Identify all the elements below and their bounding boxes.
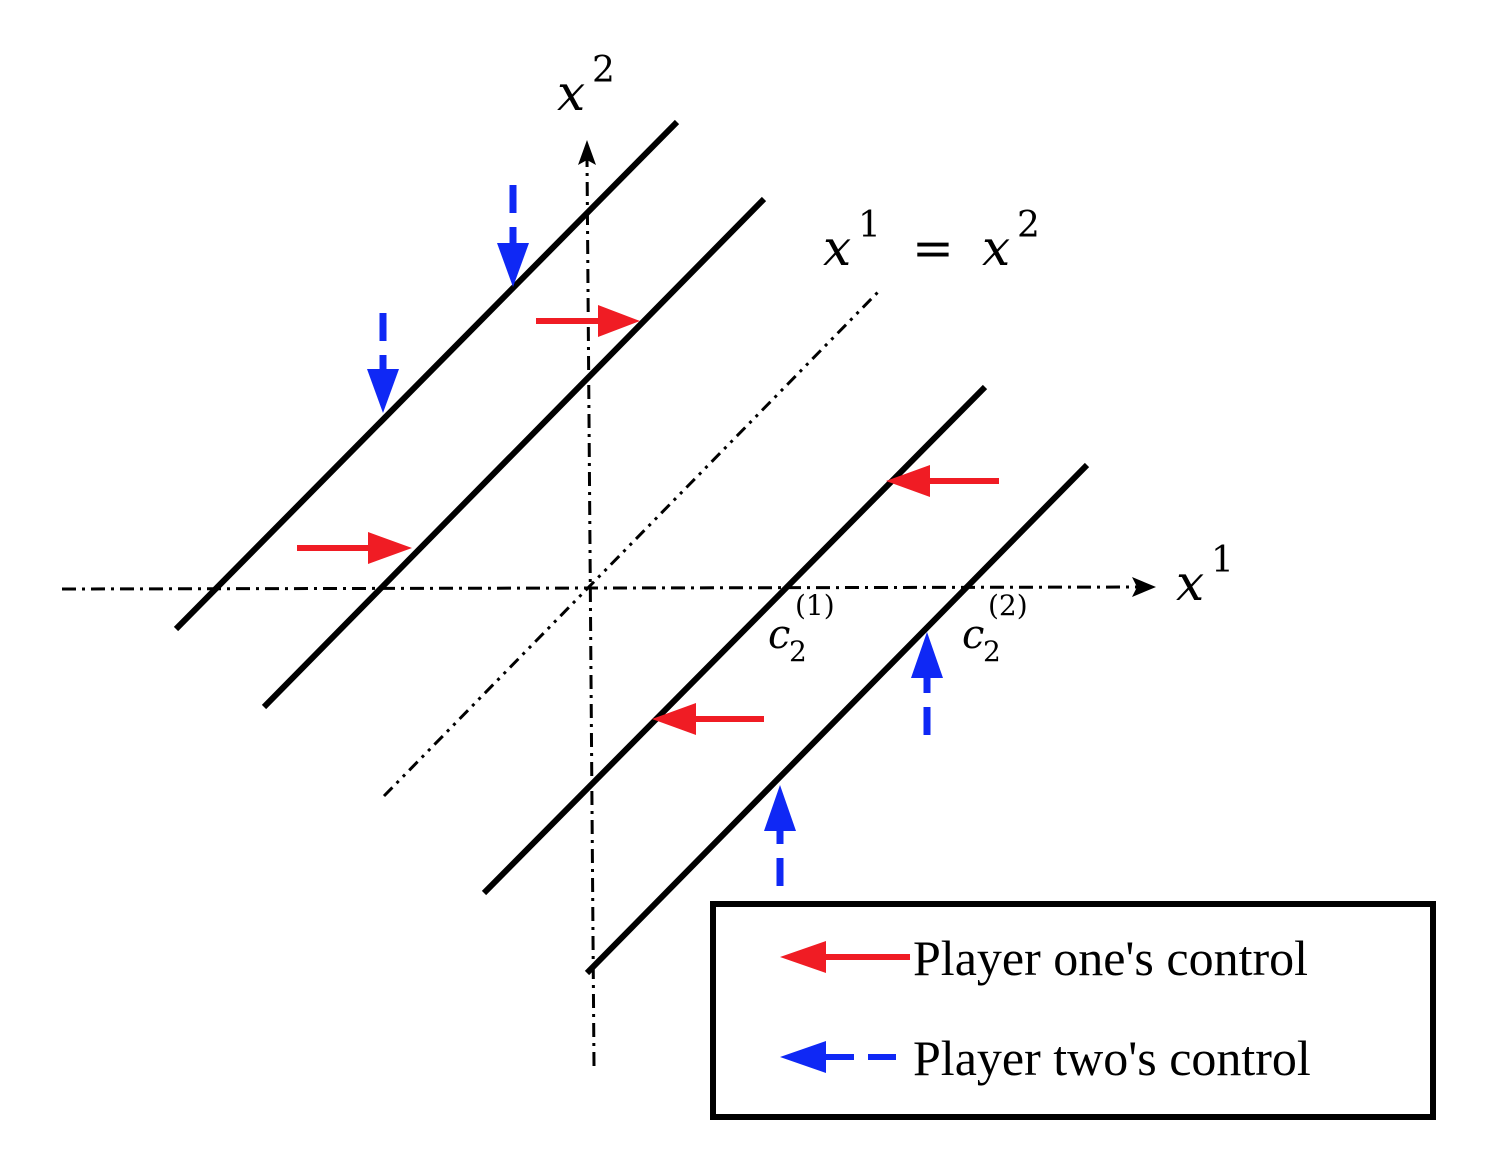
legend-swatch-player-one	[780, 941, 910, 973]
legend-label-player-two: Player two's control	[913, 1030, 1311, 1086]
diagonal-label-left-base: x	[823, 219, 851, 277]
x-axis-label-sup: 1	[1211, 540, 1234, 581]
intercept-label-2: c 2 (2)	[962, 589, 1028, 668]
intercept-2-base: c	[962, 612, 984, 658]
y-axis-label: x 2	[557, 50, 615, 122]
blue-arrow-up-right	[911, 632, 943, 735]
intercept-2-sub: 2	[983, 635, 1001, 668]
diagonal-label-equals: =	[912, 219, 954, 277]
red-arrow-left-lower	[652, 703, 764, 735]
y-axis	[585, 157, 596, 1067]
legend-swatch-player-two	[780, 1041, 910, 1073]
red-arrow-right-upper	[536, 305, 640, 337]
diagonal-label-right-sup: 2	[1017, 205, 1040, 246]
blue-arrow-down-lower	[367, 313, 399, 413]
diagonal-label: x 1 = x 2	[823, 205, 1040, 277]
intercept-2-sup: (2)	[988, 589, 1028, 622]
boundary-line-upper-outer	[173, 119, 680, 632]
intercept-1-sup: (1)	[795, 589, 835, 622]
red-arrow-right-lower	[297, 532, 412, 564]
x-axis-label: x 1	[1176, 540, 1234, 612]
diagonal-label-left-sup: 1	[858, 205, 881, 246]
legend: Player one's control Player two's contro…	[710, 901, 1436, 1120]
intercept-1-base: c	[768, 612, 790, 658]
blue-arrow-up-left	[764, 785, 796, 886]
legend-item-player-two: Player two's control	[780, 1030, 1311, 1086]
y-axis-label-sup: 2	[592, 50, 615, 91]
boundary-line-lower-outer	[584, 462, 1090, 976]
x-axis-label-base: x	[1176, 554, 1204, 612]
boundary-line-lower-inner	[481, 384, 988, 896]
x-axis-arrowhead	[1132, 577, 1156, 597]
boundary-line-upper-inner	[261, 196, 767, 710]
diagonal-label-right-base: x	[982, 219, 1010, 277]
legend-label-player-one: Player one's control	[913, 930, 1308, 986]
legend-box	[710, 901, 1436, 1120]
player-two-arrows	[367, 185, 943, 886]
y-axis-arrowhead	[578, 140, 596, 165]
boundary-lines	[173, 119, 1090, 976]
intercept-label-1: c 2 (1)	[768, 589, 835, 668]
blue-arrow-down-upper	[497, 185, 529, 287]
x-axis	[61, 585, 1149, 591]
red-arrow-left-upper	[886, 465, 999, 497]
intercept-1-sub: 2	[789, 635, 807, 668]
y-axis-label-base: x	[557, 64, 585, 122]
legend-item-player-one: Player one's control	[780, 930, 1308, 986]
player-one-arrows	[297, 305, 999, 735]
diagonal-line	[382, 288, 882, 798]
